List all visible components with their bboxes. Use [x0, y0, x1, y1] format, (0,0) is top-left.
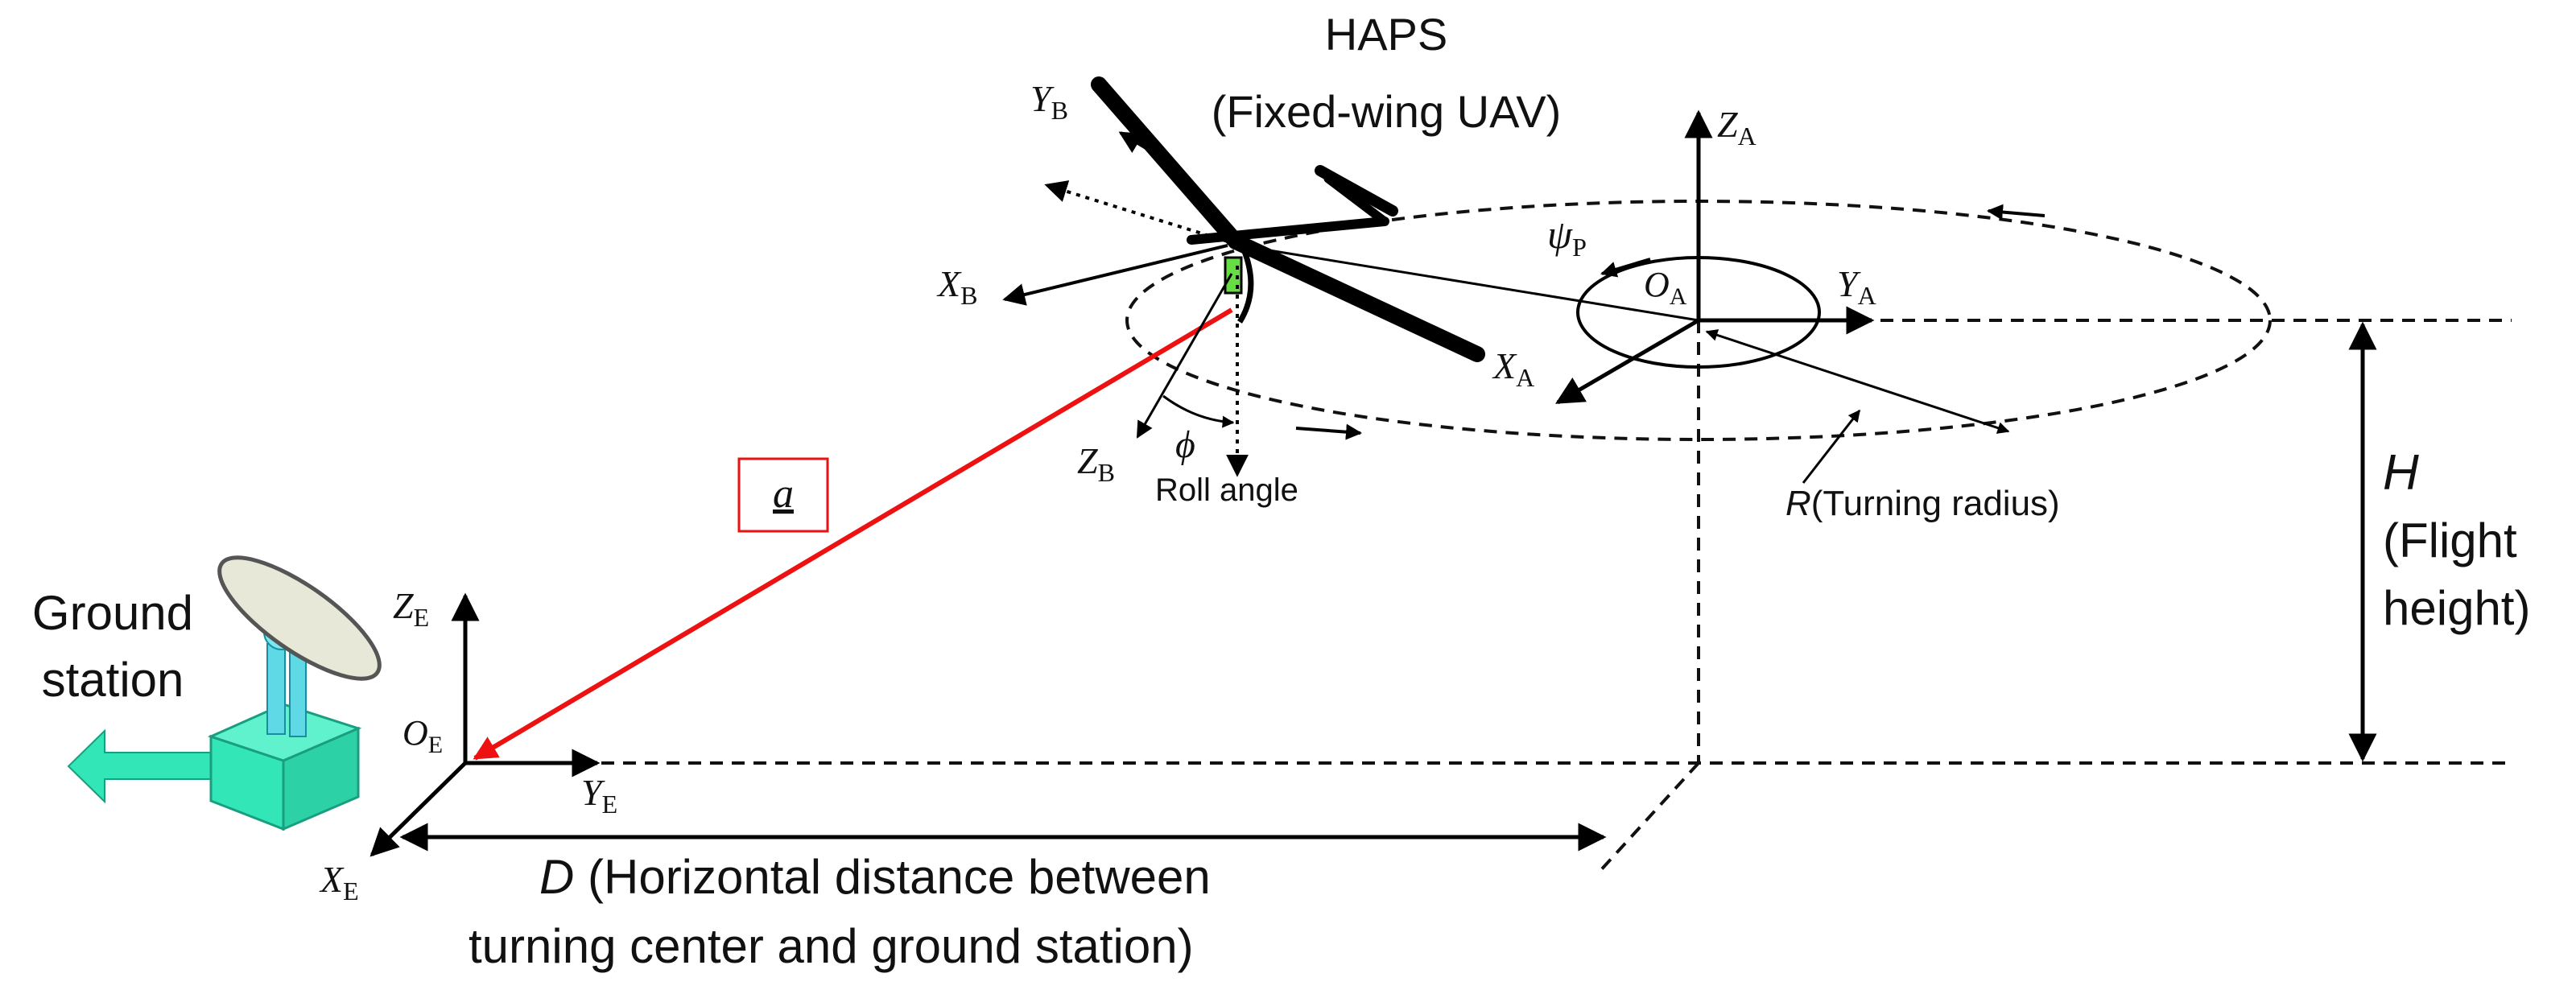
height-line1: (Flight — [2383, 514, 2517, 567]
psi-rotation-ring — [1576, 256, 1821, 369]
y-b-dotted-axis — [1044, 180, 1228, 243]
roll-symbol: ϕ — [1175, 423, 1195, 466]
y-b-axis — [1118, 131, 1169, 163]
uav-to-center-line — [1239, 244, 1699, 322]
distance-line2: turning center and ground station) — [469, 919, 1194, 973]
body-frame-B — [1002, 131, 1249, 477]
roll-label: Roll angle — [1155, 472, 1298, 508]
antenna-dish — [217, 555, 382, 681]
ground-station-subtitle: station — [42, 653, 184, 707]
o-e-label: OE — [402, 713, 443, 758]
ground-depth-line — [1596, 761, 1700, 875]
earth-frame-E — [369, 592, 601, 857]
uav-airframe — [1091, 76, 1485, 362]
height-line2: height) — [2383, 581, 2530, 635]
z-a-label: ZA — [1717, 104, 1757, 151]
o-a-label: OA — [1644, 265, 1687, 310]
y-a-label: YA — [1837, 263, 1876, 310]
x-e-axis — [369, 761, 467, 857]
ground-station-exit-arrow — [67, 728, 218, 804]
ground-station-title: Ground — [32, 586, 193, 640]
dimension-arrows — [399, 321, 2377, 852]
radius-leader — [1802, 409, 1861, 484]
z-e-label: ZE — [393, 585, 429, 632]
height-symbol: H — [2383, 445, 2419, 501]
turning-frame-A — [1239, 109, 2010, 484]
haps-subtitle: (Fixed-wing UAV) — [1212, 86, 1562, 137]
x-e-label: XE — [319, 859, 359, 905]
uav-camera-bracket — [1236, 248, 1254, 324]
line-of-sight-vector — [473, 307, 1233, 761]
antenna-pole-left — [266, 643, 286, 735]
x-b-axis — [1002, 244, 1228, 306]
x-a-label: XA — [1492, 345, 1534, 392]
uav-left-wing — [1091, 76, 1244, 250]
radius-line — [1705, 329, 2010, 434]
orbit-arrow-bottom — [1295, 423, 1362, 440]
psi-arrow — [1600, 258, 1651, 278]
psi-p-label: ψP — [1547, 212, 1587, 262]
vector-a-label: a — [773, 471, 794, 517]
uav-tail-plane — [1315, 165, 1398, 217]
orbit-arrow-top — [1987, 204, 2046, 221]
y-b-label: YB — [1030, 78, 1068, 125]
vector-label-box — [737, 457, 829, 533]
radius-label: R(Turning radius) — [1785, 484, 2060, 523]
labels: HAPS (Fixed-wing UAV) Ground station YB … — [32, 9, 2531, 973]
uav-right-wing — [1228, 233, 1485, 362]
x-a-axis — [1554, 318, 1700, 405]
x-b-label: XB — [936, 263, 977, 310]
distance-line1: D (Horizontal distance between — [539, 850, 1211, 904]
ground-station — [67, 555, 382, 831]
z-b-label: ZB — [1077, 440, 1115, 487]
haps-title: HAPS — [1325, 9, 1448, 60]
haps-uav — [1002, 76, 1485, 477]
uav-fuselage — [1187, 217, 1389, 245]
roll-angle-arc — [1162, 394, 1235, 428]
z-b-axis — [1136, 273, 1233, 439]
orbit-direction-arrows — [1295, 204, 2046, 440]
reference-lines — [580, 200, 2512, 875]
y-e-label: YE — [581, 772, 617, 819]
